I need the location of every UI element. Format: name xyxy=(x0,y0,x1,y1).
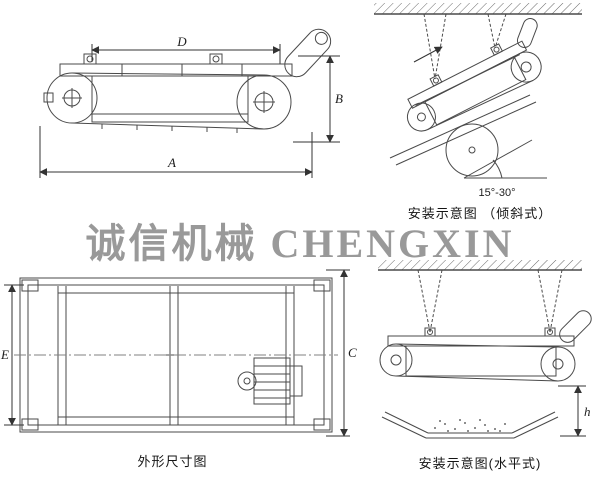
material-pile xyxy=(434,419,506,432)
suspension-beam xyxy=(59,53,293,77)
suspension-chains xyxy=(417,269,563,333)
belt xyxy=(71,72,265,133)
caption-inclined-install: 安装示意图 （倾斜式） xyxy=(407,206,553,221)
side-view-drawing: D B A xyxy=(39,28,343,178)
horizontal-separator xyxy=(379,310,592,382)
plan-view-figure: E C xyxy=(0,258,360,450)
dimension-c xyxy=(326,269,350,437)
dimension-e xyxy=(4,284,24,426)
caption-plan-view: 外形尺寸图 xyxy=(137,454,208,469)
suspension-chains xyxy=(423,13,507,80)
horizontal-install-figure: h xyxy=(360,252,598,450)
conveyor-trough xyxy=(381,411,559,439)
motor xyxy=(237,357,303,405)
dim-label-h: h xyxy=(584,404,591,419)
plan-view-drawing: E C xyxy=(0,269,357,437)
dimension-d xyxy=(91,44,281,64)
dim-label-e: E xyxy=(0,347,9,362)
angle-label: 15°-30° xyxy=(479,187,516,199)
dimension-h xyxy=(558,385,586,437)
conveyor-drum xyxy=(445,123,499,177)
dim-label-b: B xyxy=(335,91,343,106)
dimension-a xyxy=(39,126,313,178)
inclined-install-figure: 15°-30° xyxy=(362,0,598,202)
discharge-roller xyxy=(284,28,332,78)
dim-label-a: A xyxy=(167,155,176,170)
ceiling xyxy=(374,3,582,15)
left-pulley xyxy=(43,72,98,124)
angle-mark xyxy=(463,139,547,179)
dim-label-c: C xyxy=(348,345,357,360)
inclined-separator xyxy=(406,18,542,132)
magnet-box xyxy=(91,75,249,123)
inclined-installation-diagram: 15°-30° xyxy=(374,3,582,199)
inclined-belt xyxy=(389,94,537,166)
flow-arrow xyxy=(413,46,443,63)
right-pulley xyxy=(236,74,292,130)
horizontal-installation-diagram: h xyxy=(378,260,592,439)
dim-label-d: D xyxy=(176,34,187,49)
ceiling xyxy=(378,260,582,271)
caption-horizontal-install: 安装示意图(水平式) xyxy=(418,456,542,471)
dimension-b xyxy=(293,55,340,143)
side-view-figure: D B A xyxy=(2,2,352,214)
